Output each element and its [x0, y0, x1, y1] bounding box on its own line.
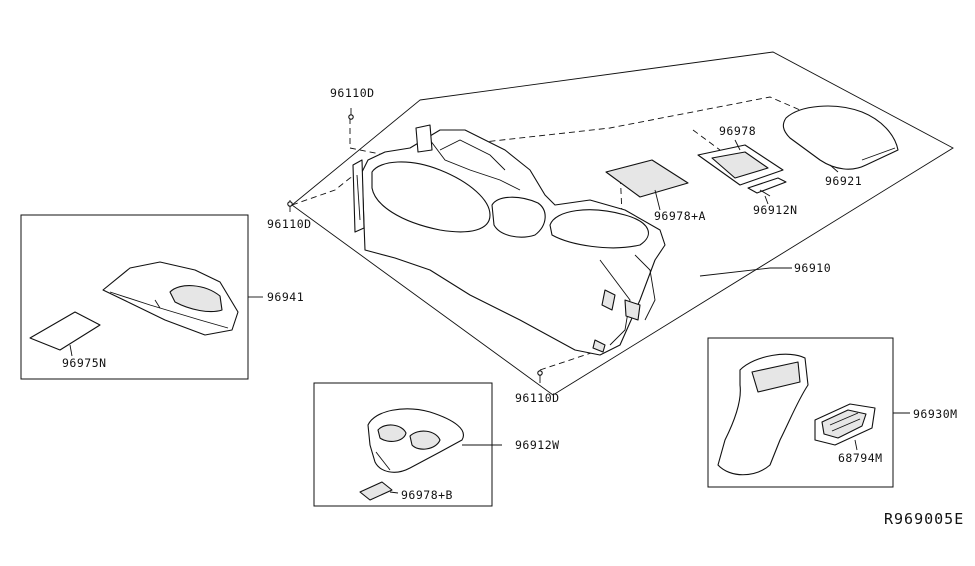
mat-96978A [605, 159, 689, 198]
label-96978B: 96978+B [401, 488, 453, 502]
assembly-outline [291, 51, 954, 396]
vent-68794M [814, 403, 876, 446]
armrest-lid-96921 [782, 105, 899, 170]
screw-96110D-left [287, 200, 293, 212]
label-96912W: 96912W [515, 438, 560, 452]
leader-96975N [69, 344, 73, 357]
leader-96978B [389, 491, 399, 494]
cup-holder-96912W [367, 408, 464, 473]
leader-68794M [854, 439, 858, 451]
label-96978A: 96978+A [654, 209, 706, 223]
leader-96910b [699, 267, 771, 277]
label-68794M: 68794M [838, 451, 883, 465]
diagram-code: R969005E [884, 510, 964, 528]
label-96941: 96941 [267, 290, 304, 304]
leader-96912N [764, 195, 769, 205]
console-body-96910 [352, 124, 666, 356]
rear-panel-96930M [717, 353, 809, 476]
leader-96978A [654, 189, 661, 211]
detail-box-96930M [707, 337, 894, 488]
label-96110D-bottom: 96110D [515, 391, 560, 405]
label-96975N: 96975N [62, 356, 107, 370]
part-96912N [747, 177, 787, 197]
label-96110D-top: 96110D [330, 86, 375, 100]
label-96978: 96978 [719, 124, 756, 138]
mat-96975N [29, 311, 101, 351]
screw-96110D-top [348, 108, 354, 120]
detail-box-96912W [313, 382, 493, 507]
label-96930M: 96930M [913, 407, 958, 421]
label-96910: 96910 [794, 261, 831, 275]
dashed-guide-center [619, 167, 623, 216]
console-panel-96941 [102, 261, 239, 336]
leader-96978 [734, 139, 741, 151]
dashed-guide-right [692, 129, 721, 151]
label-96110D-left: 96110D [267, 217, 312, 231]
leader-96921 [829, 164, 839, 173]
screw-96110D-bottom [537, 370, 543, 383]
tray-96978 [697, 144, 784, 186]
label-96912N: 96912N [753, 203, 798, 217]
mat-96978B [359, 481, 393, 501]
label-96921: 96921 [825, 174, 862, 188]
